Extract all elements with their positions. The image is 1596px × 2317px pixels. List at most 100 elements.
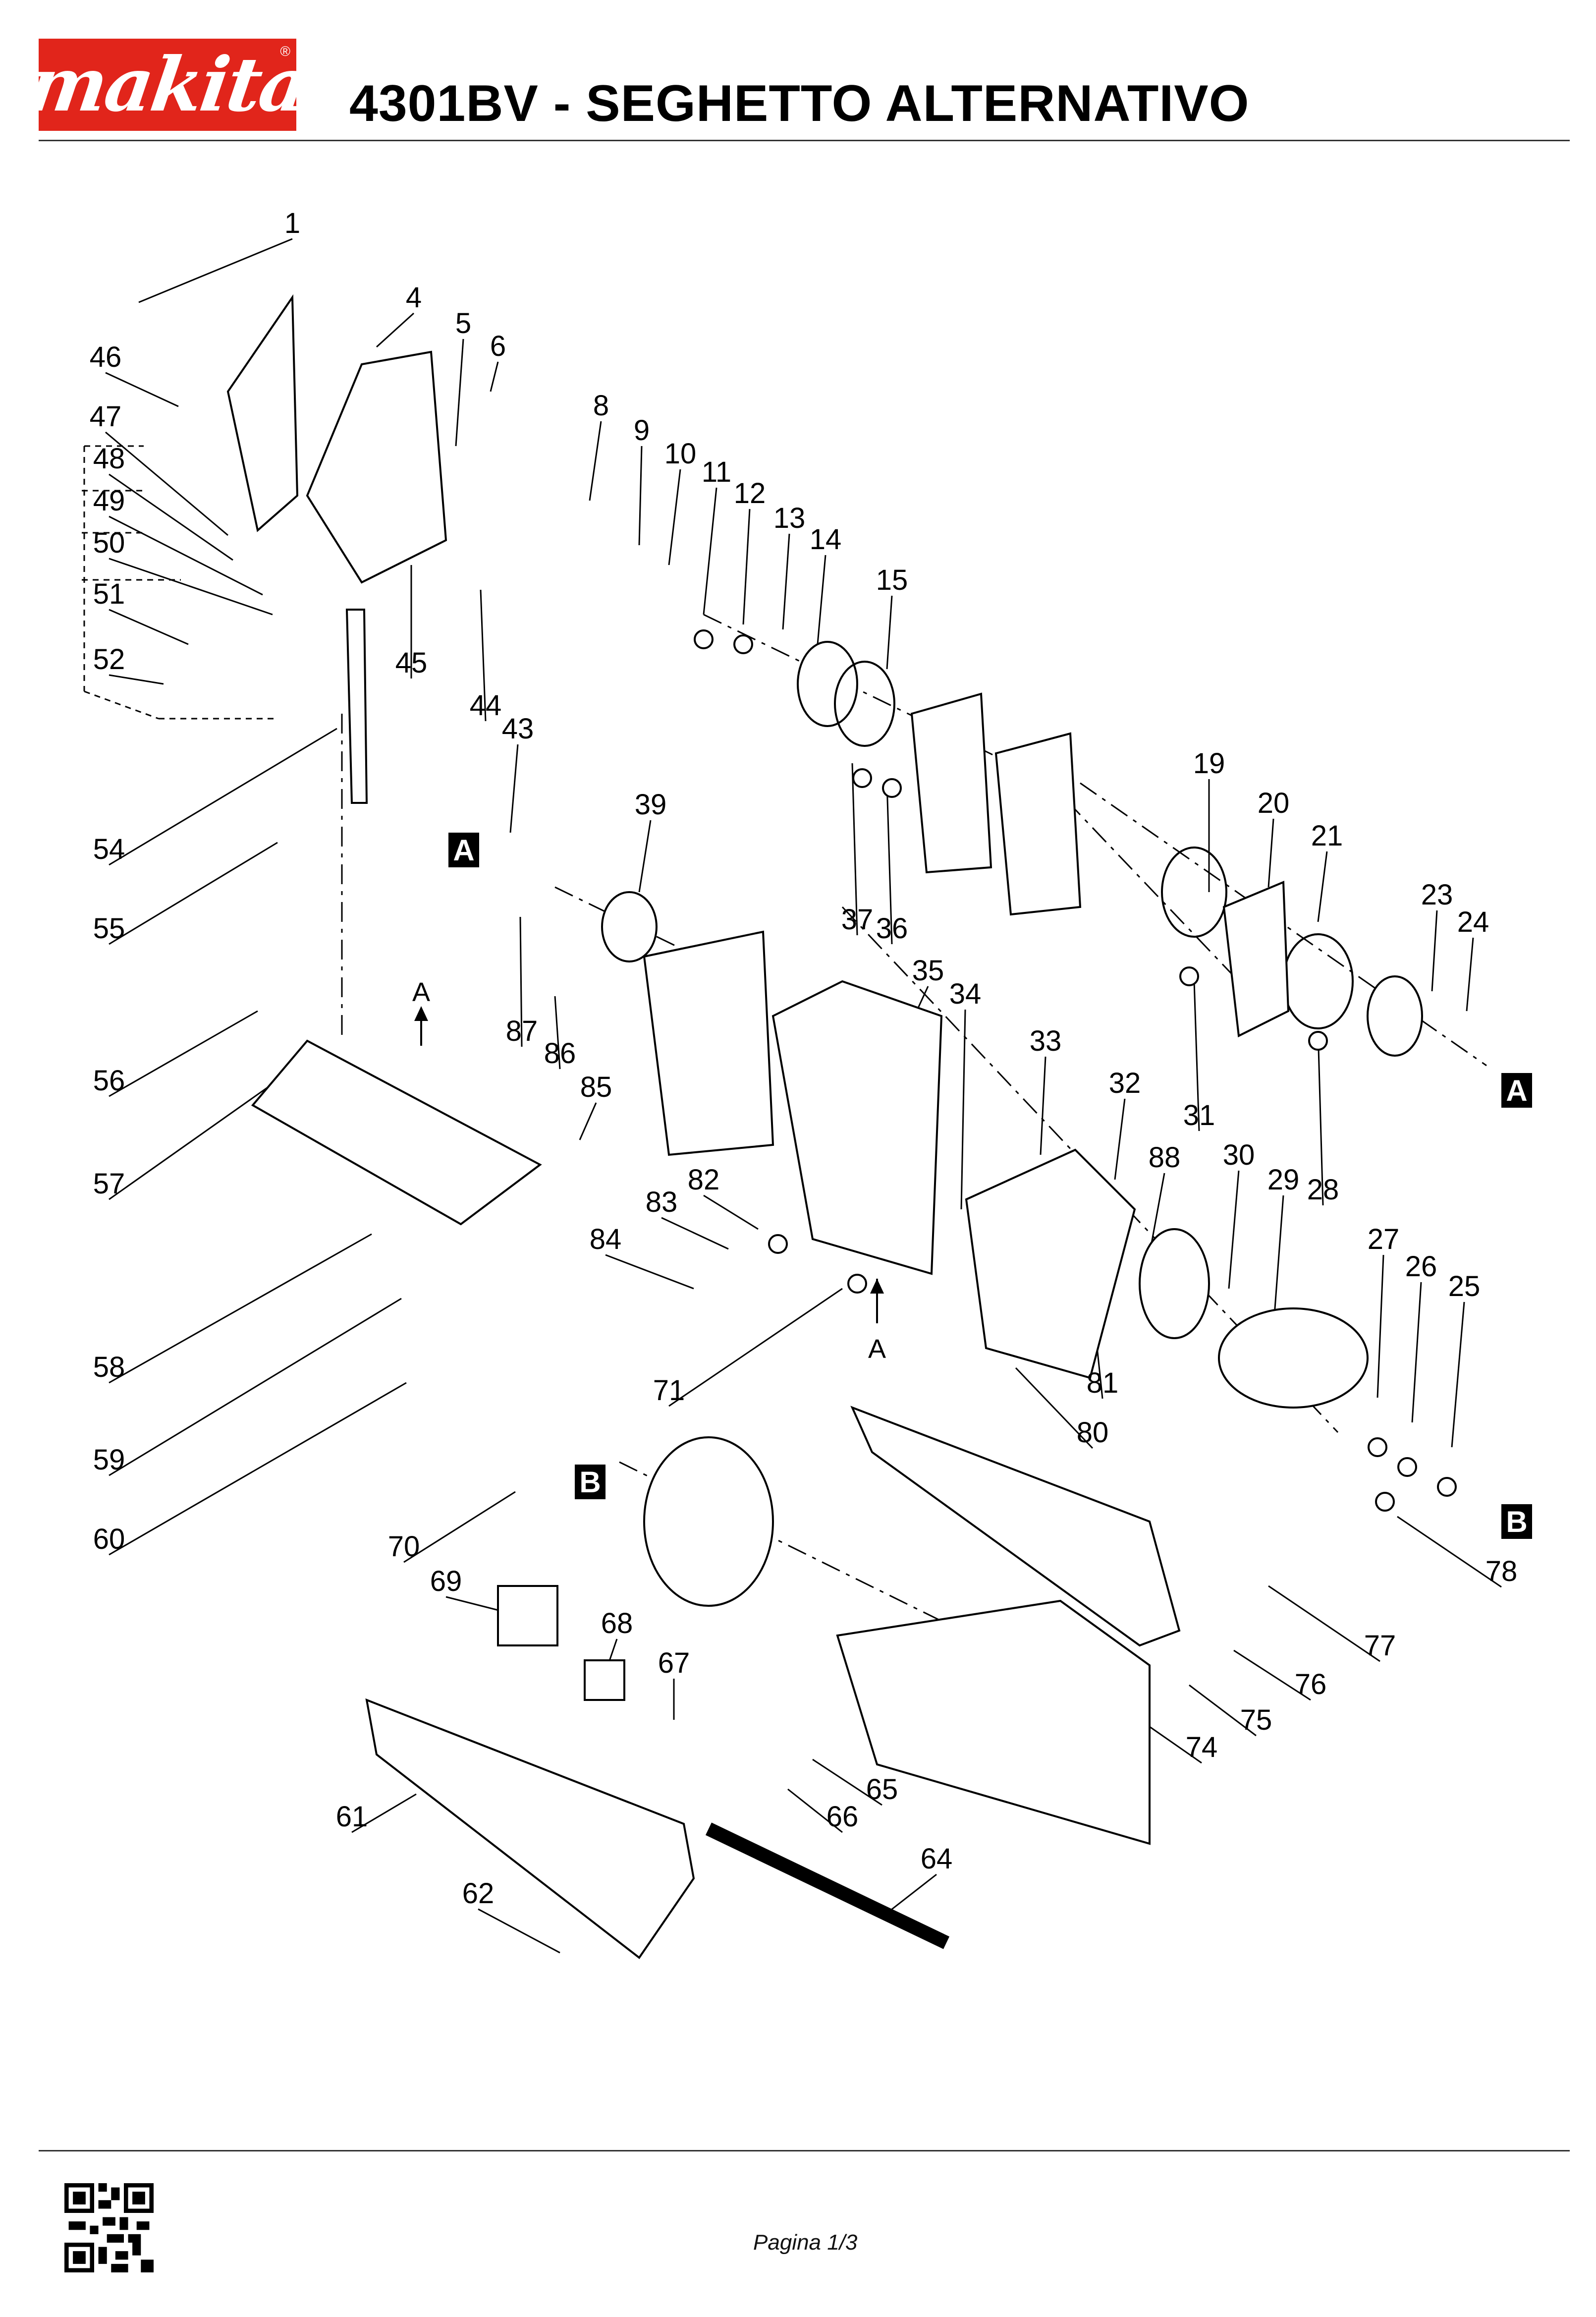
section-mark-box — [1501, 1073, 1532, 1108]
leader-line-10 — [668, 469, 681, 565]
leader-line-4 — [376, 312, 415, 348]
leader-line-60 — [109, 1382, 407, 1556]
leader-line-51 — [109, 609, 189, 645]
callout-56: 56 — [93, 1065, 125, 1097]
callout-55: 55 — [93, 912, 125, 945]
leader-line-87 — [519, 916, 523, 1047]
leader-line-77 — [1268, 1585, 1380, 1662]
handle-half-part — [850, 1406, 1181, 1647]
section-mark-label: A — [453, 834, 474, 867]
washer-part — [1308, 1031, 1328, 1051]
leader-line-65 — [812, 1758, 882, 1806]
leader-line-12 — [742, 509, 751, 625]
callout-23: 23 — [1421, 879, 1453, 911]
motor-housing-part — [771, 980, 943, 1275]
leader-line-15 — [886, 595, 893, 670]
leader-line-80 — [1015, 1367, 1094, 1449]
guide-plate-part — [994, 732, 1082, 916]
gasket-part — [643, 930, 774, 1156]
leader-line-64 — [886, 1873, 937, 1914]
leader-line-29 — [1272, 1195, 1284, 1329]
gear-housing-part — [306, 350, 447, 584]
leader-line-21 — [1317, 851, 1328, 922]
leader-line-48 — [109, 473, 233, 561]
washer-part — [1375, 1492, 1395, 1512]
counterweight-part — [797, 641, 858, 727]
section-mark-label: B — [1506, 1505, 1527, 1538]
arrow-mark-label: A — [412, 977, 430, 1007]
arrow-mark-label: A — [868, 1334, 886, 1364]
callout-44: 44 — [470, 689, 502, 722]
callout-49: 49 — [93, 485, 125, 517]
callout-4: 4 — [406, 282, 422, 314]
callout-88: 88 — [1149, 1141, 1181, 1174]
callout-82: 82 — [688, 1164, 720, 1196]
qr-code-icon — [64, 2183, 154, 2272]
callout-47: 47 — [90, 400, 122, 433]
leader-line-47 — [105, 431, 228, 536]
page-number: Pagina 1/3 — [753, 2230, 858, 2255]
callout-43: 43 — [502, 713, 534, 745]
callout-76: 76 — [1295, 1668, 1327, 1700]
washer-part — [847, 1274, 867, 1294]
plunger-part — [601, 891, 658, 962]
callout-85: 85 — [580, 1071, 612, 1103]
leader-line-5 — [455, 339, 464, 447]
washer-ring-part — [1282, 933, 1354, 1029]
callout-14: 14 — [810, 523, 842, 556]
callout-65: 65 — [866, 1773, 898, 1806]
callout-59: 59 — [93, 1444, 125, 1476]
leader-line-83 — [661, 1217, 729, 1250]
callout-21: 21 — [1311, 820, 1343, 852]
leader-line-75 — [1189, 1684, 1257, 1737]
leader-line-11 — [703, 487, 717, 615]
callout-54: 54 — [93, 833, 125, 865]
assembly-axis-line — [619, 1461, 991, 1646]
leader-line-69 — [445, 1596, 501, 1612]
leader-line-43 — [509, 744, 519, 833]
leader-line-82 — [703, 1194, 759, 1230]
callout-45: 45 — [395, 647, 428, 679]
callout-30: 30 — [1223, 1139, 1255, 1171]
field-coil-part — [643, 1436, 774, 1607]
washer-part — [768, 1234, 788, 1254]
makita-logo: makita ® — [23, 39, 312, 131]
callout-28: 28 — [1307, 1174, 1339, 1206]
leader-line-66 — [787, 1788, 843, 1833]
callout-77: 77 — [1364, 1630, 1396, 1662]
callout-34: 34 — [949, 978, 982, 1010]
washer-part — [733, 634, 753, 654]
callout-20: 20 — [1258, 787, 1290, 819]
callout-39: 39 — [635, 789, 667, 821]
housing-cover-plate-part — [226, 294, 299, 532]
fan-part — [1139, 1228, 1210, 1339]
callout-1: 1 — [284, 207, 300, 239]
leader-line-8 — [589, 421, 602, 501]
section-mark-label: A — [1506, 1074, 1527, 1107]
leader-line-13 — [782, 533, 790, 630]
callout-61: 61 — [336, 1801, 368, 1833]
callout-69: 69 — [430, 1565, 462, 1597]
callout-15: 15 — [876, 564, 908, 596]
leader-line-85 — [579, 1102, 597, 1140]
leader-line-35 — [916, 986, 929, 1012]
callout-26: 26 — [1405, 1250, 1437, 1283]
leader-line-61 — [351, 1793, 417, 1833]
leader-line-27 — [1376, 1254, 1384, 1398]
arrow-head-icon — [870, 1279, 884, 1294]
callout-52: 52 — [93, 643, 125, 676]
callout-50: 50 — [93, 527, 125, 559]
callout-27: 27 — [1368, 1223, 1400, 1255]
callout-31: 31 — [1183, 1099, 1215, 1131]
leader-line-52 — [109, 674, 164, 685]
section-mark-label: B — [579, 1466, 601, 1499]
power-cord-part — [705, 1822, 950, 1949]
registered-mark-icon: ® — [280, 44, 290, 59]
callout-71: 71 — [653, 1374, 685, 1407]
bracket-line — [84, 690, 159, 720]
leader-line-50 — [109, 558, 273, 616]
callout-32: 32 — [1109, 1067, 1141, 1099]
callout-83: 83 — [646, 1186, 678, 1218]
header-rule — [39, 140, 1570, 141]
